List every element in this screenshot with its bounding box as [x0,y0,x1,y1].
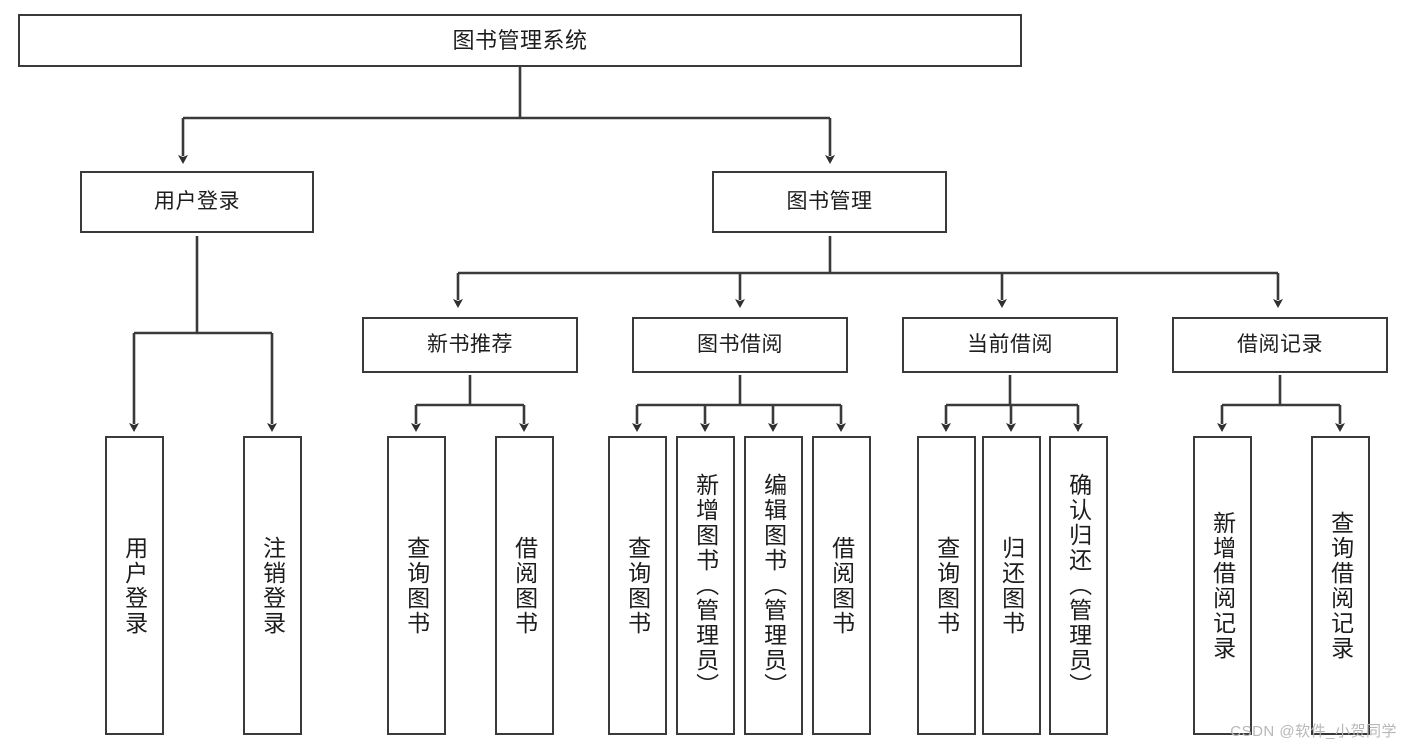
node-label: 图书管理系统 [452,27,588,53]
node-label: 新增图书（管理员） [692,473,719,698]
leaf-return-book[interactable]: 归还图书 [982,436,1041,735]
node-label: 查询借阅记录 [1327,510,1354,661]
node-label: 确认归还（管理员） [1065,473,1092,698]
node-label: 借阅图书 [511,535,538,636]
leaf-confirm-return-admin[interactable]: 确认归还（管理员） [1049,436,1108,735]
node-label: 当前借阅 [967,332,1053,356]
leaf-borrow-book-borrow[interactable]: 借阅图书 [812,436,871,735]
node-label: 用户登录 [121,535,148,636]
leaf-edit-book-admin[interactable]: 编辑图书（管理员） [744,436,803,735]
node-new-book-recommendation[interactable]: 新书推荐 [362,317,578,373]
node-book-borrowing[interactable]: 图书借阅 [632,317,848,373]
node-label: 借阅图书 [828,535,855,636]
node-label: 注销登录 [259,535,286,636]
leaf-query-book-borrow[interactable]: 查询图书 [608,436,667,735]
node-label: 查询图书 [403,535,430,636]
node-label: 归还图书 [998,535,1025,636]
leaf-user-login[interactable]: 用户登录 [105,436,164,735]
node-label: 用户登录 [154,189,240,213]
node-book-management-system[interactable]: 图书管理系统 [18,14,1022,67]
node-book-management[interactable]: 图书管理 [712,171,947,233]
node-current-borrowing[interactable]: 当前借阅 [902,317,1118,373]
leaf-borrow-book-newbook[interactable]: 借阅图书 [495,436,554,735]
leaf-query-book-current[interactable]: 查询图书 [917,436,976,735]
leaf-add-book-admin[interactable]: 新增图书（管理员） [676,436,735,735]
leaf-add-borrow-record[interactable]: 新增借阅记录 [1193,436,1252,735]
node-user-login[interactable]: 用户登录 [80,171,314,233]
node-label: 查询图书 [933,535,960,636]
leaf-logout-login[interactable]: 注销登录 [243,436,302,735]
node-label: 借阅记录 [1237,332,1323,356]
leaf-query-book-newbook[interactable]: 查询图书 [387,436,446,735]
node-label: 查询图书 [624,535,651,636]
node-label: 图书管理 [786,189,873,213]
leaf-query-borrow-record[interactable]: 查询借阅记录 [1311,436,1370,735]
node-label: 编辑图书（管理员） [760,473,787,698]
node-label: 新增借阅记录 [1209,510,1236,661]
node-borrowing-record[interactable]: 借阅记录 [1172,317,1388,373]
node-label: 图书借阅 [697,332,783,356]
node-label: 新书推荐 [427,332,513,356]
